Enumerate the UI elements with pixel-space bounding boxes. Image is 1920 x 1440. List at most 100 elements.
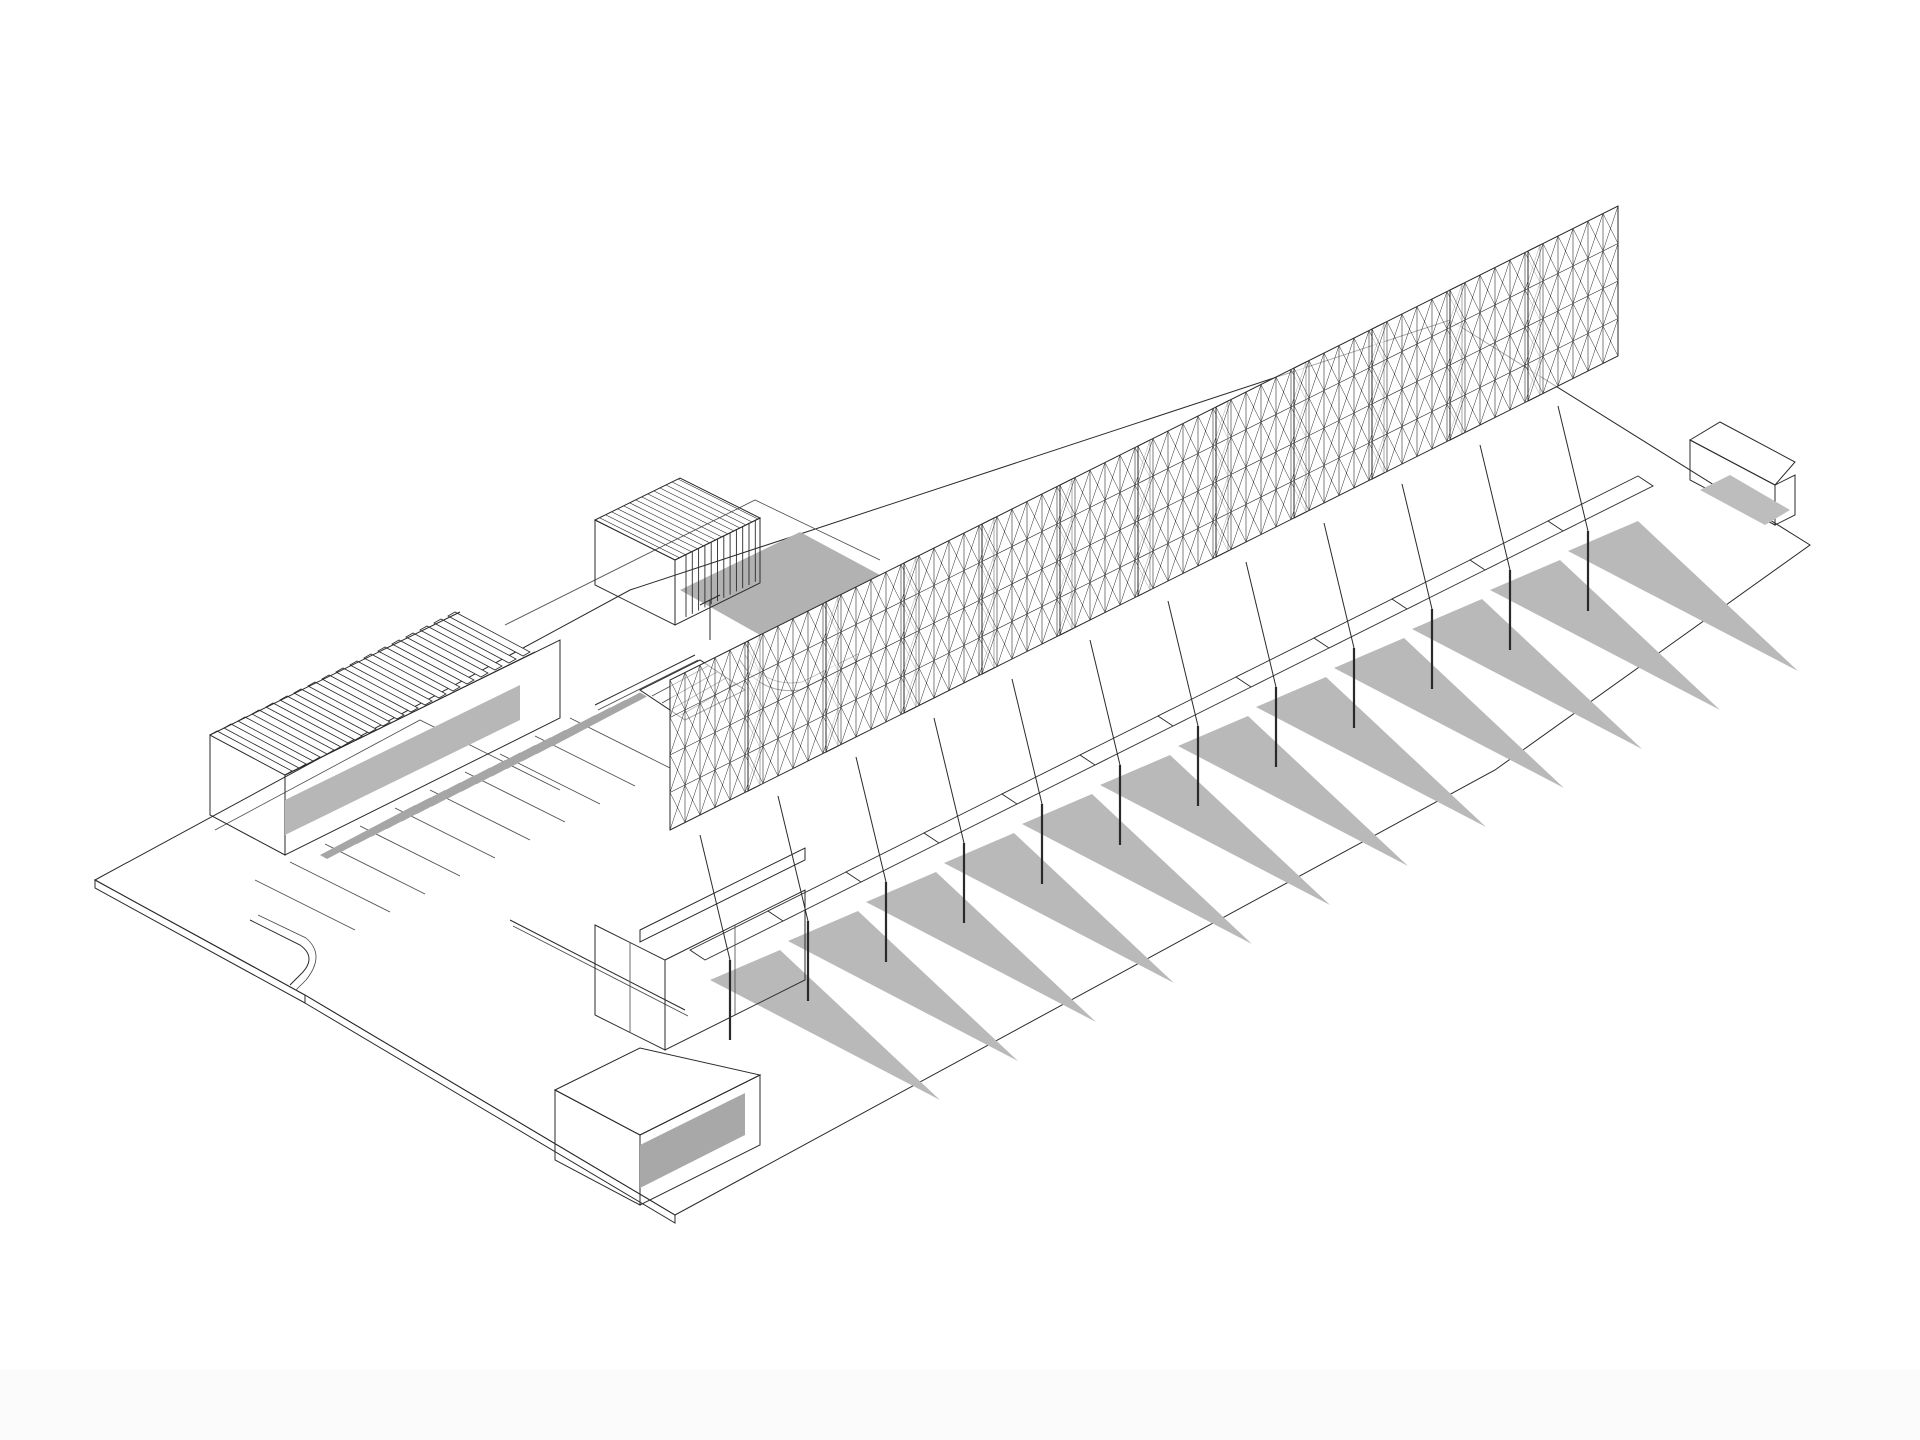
truss-diagonal <box>1104 574 1121 606</box>
truss-diagonal <box>777 663 794 694</box>
truss-diagonal <box>948 540 965 571</box>
truss-diagonal <box>747 753 764 784</box>
billboard-strut <box>1167 600 1199 727</box>
truss-diagonal <box>1542 318 1559 349</box>
truss-diagonal <box>1386 396 1403 427</box>
truss-diagonal <box>1197 453 1214 484</box>
truss-diagonal <box>1104 537 1121 568</box>
truss-diagonal <box>1041 493 1058 525</box>
truss-diagonal <box>948 652 965 684</box>
truss-diagonal <box>1119 567 1136 598</box>
truss-diagonal <box>1308 472 1325 504</box>
truss-diagonal <box>918 592 935 624</box>
billboard-shadow <box>1256 677 1486 827</box>
truss-diagonal <box>1542 280 1559 312</box>
billboard-shadow <box>1334 638 1564 788</box>
truss-diagonal <box>1026 538 1043 570</box>
kiosk-roof-slat <box>611 511 693 553</box>
truss-diagonal <box>714 732 731 763</box>
truss-diagonal <box>1449 402 1466 433</box>
truss-diagonal <box>903 675 920 706</box>
truss-diagonal <box>1182 535 1199 567</box>
canopy-slat <box>405 632 489 678</box>
truss-diagonal <box>1152 438 1169 469</box>
ticket-booth <box>553 1047 762 1206</box>
truss-diagonal <box>1509 334 1526 366</box>
truss-diagonal <box>762 745 779 777</box>
truss-horizontal <box>825 556 917 603</box>
truss-diagonal <box>1182 423 1199 454</box>
truss-diagonal <box>1182 498 1199 529</box>
billboard-strut <box>1089 639 1121 766</box>
truss-diagonal <box>1059 559 1076 591</box>
truss-diagonal <box>855 624 872 655</box>
truss-diagonal <box>963 645 980 676</box>
canopy-slat <box>349 660 433 706</box>
truss-diagonal <box>699 664 716 696</box>
truss-diagonal <box>684 709 701 741</box>
billboard-shadow <box>1568 521 1798 671</box>
truss-diagonal <box>1587 295 1604 327</box>
truss-diagonal <box>1338 382 1355 414</box>
truss-diagonal <box>996 516 1013 547</box>
truss-diagonal <box>948 615 965 646</box>
canopy-slat <box>377 646 461 692</box>
kiosk-roof-slat <box>677 478 759 520</box>
truss-diagonal <box>1509 259 1526 291</box>
truss-diagonal <box>1275 489 1292 520</box>
slatted-kiosk-icon <box>593 477 880 640</box>
canopy-slat <box>293 688 377 734</box>
truss-diagonal <box>1557 235 1574 267</box>
truss-diagonal <box>1509 297 1526 328</box>
bottom-band <box>0 1370 1920 1440</box>
truss-diagonal <box>1275 414 1292 445</box>
canopy-shadow-stripe <box>545 692 647 747</box>
truss-diagonal <box>777 700 794 732</box>
truss-diagonal <box>1338 345 1355 376</box>
truss-diagonal <box>1308 360 1325 391</box>
canopy-slat <box>307 681 391 727</box>
truss-diagonal <box>1167 505 1184 537</box>
truss-diagonal <box>1371 403 1388 435</box>
truss-diagonal <box>855 699 872 730</box>
truss-diagonal <box>1464 394 1481 426</box>
billboard-strut <box>1557 405 1589 532</box>
truss-diagonal <box>1215 481 1232 513</box>
canopy-slat <box>363 653 447 699</box>
truss-diagonal <box>1074 477 1091 508</box>
billboard-strut <box>1479 444 1511 571</box>
truss-diagonal <box>1167 543 1184 574</box>
billboard <box>1059 439 1186 845</box>
truss-diagonal <box>933 547 950 579</box>
truss-diagonal <box>855 661 872 693</box>
billboard-shadow <box>1178 716 1408 866</box>
truss-diagonal <box>1479 312 1496 343</box>
truss-diagonal <box>1059 522 1076 553</box>
truss-horizontal <box>1527 205 1619 252</box>
truss-diagonal <box>825 639 842 670</box>
truss-diagonal <box>885 609 902 640</box>
truss-diagonal <box>684 784 701 816</box>
canopy-slat <box>251 709 335 755</box>
kiosk-roof-slat <box>605 514 687 556</box>
truss-horizontal <box>1137 400 1229 447</box>
billboard-truss-icon <box>669 205 1654 1040</box>
billboard-shadow <box>788 911 1018 1061</box>
canopy-edge <box>209 611 461 736</box>
truss-diagonal <box>870 654 887 685</box>
truss-diagonal <box>918 630 935 661</box>
truss-diagonal <box>714 694 731 726</box>
truss-diagonal <box>1431 298 1448 330</box>
truss-diagonal <box>1323 390 1340 421</box>
truss-diagonal <box>1197 528 1214 559</box>
truss-diagonal <box>669 754 686 786</box>
truss-horizontal <box>981 478 1073 525</box>
truss-diagonal <box>1260 384 1277 415</box>
truss-diagonal <box>825 676 842 708</box>
truss-diagonal <box>1401 426 1418 457</box>
truss-diagonal <box>1557 310 1574 342</box>
truss-diagonal <box>1260 496 1277 528</box>
truss-diagonal <box>1137 483 1154 514</box>
truss-horizontal <box>669 634 761 681</box>
